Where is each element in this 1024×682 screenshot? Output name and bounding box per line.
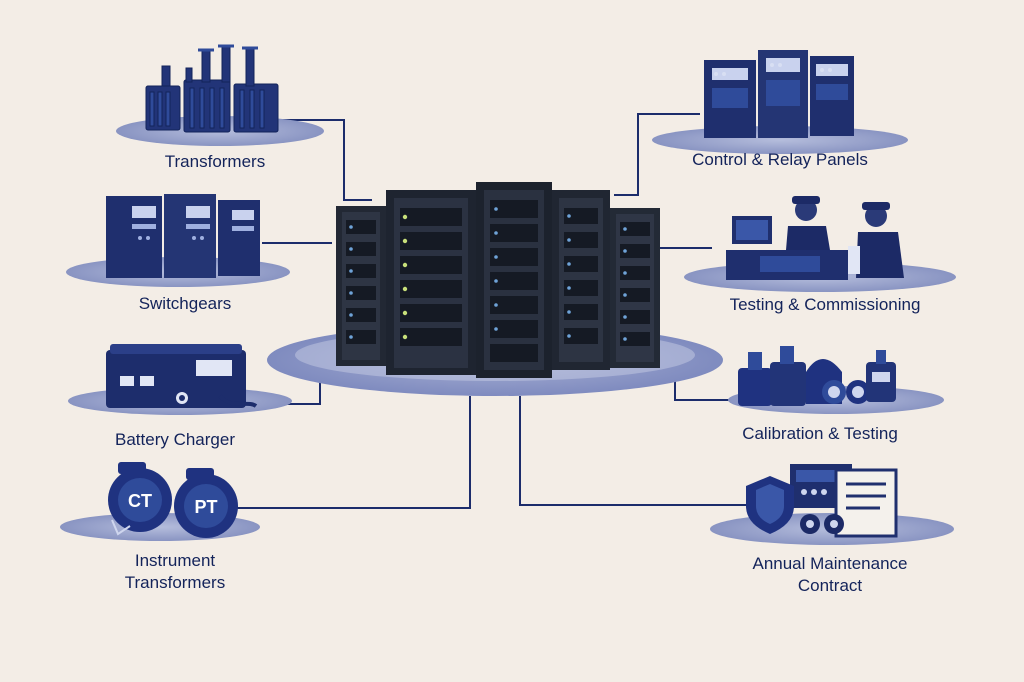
instrument-transformers-label-line1: Instrument — [134, 551, 216, 570]
connector-transformers — [282, 119, 372, 201]
switchgears-label: Switchgears — [138, 294, 232, 313]
transformers-node — [116, 44, 324, 146]
testing-commissioning-label: Testing & Commissioning — [729, 295, 921, 314]
switchgears-node — [66, 194, 290, 287]
connector-calibration — [674, 378, 738, 401]
instrument-transformers-label: Instrument Transformers — [70, 550, 280, 594]
connector-maintenance — [519, 396, 756, 506]
annual-maintenance-node — [710, 464, 954, 545]
control-relay-label: Control & Relay Panels — [692, 150, 868, 169]
calibration-testing-node — [728, 346, 944, 414]
maintenance-contract-icon — [746, 464, 898, 538]
battery-charger-label: Battery Charger — [115, 430, 235, 449]
instrument-transformers-label-line2: Transformers — [124, 573, 226, 592]
instrument-transformers-node — [60, 462, 260, 541]
transformer-icon — [145, 44, 279, 133]
ct-pt-icon — [108, 462, 238, 538]
control-relay-node — [652, 50, 908, 154]
transformers-label: Transformers — [164, 152, 266, 171]
technicians-icon — [726, 196, 904, 280]
control-panel-icon — [704, 50, 854, 138]
ct-text: CT — [128, 491, 152, 511]
calibration-testing-label: Calibration & Testing — [742, 424, 898, 443]
annual-maintenance-label-line2: Contract — [797, 576, 863, 595]
annual-maintenance-label: Annual Maintenance Contract — [700, 553, 960, 597]
calibration-equipment-icon — [738, 346, 896, 406]
annual-maintenance-label-line1: Annual Maintenance — [752, 554, 908, 573]
battery-charger-icon — [106, 344, 258, 408]
switchgear-icon — [106, 194, 260, 278]
connector-control-relay — [614, 113, 700, 196]
battery-charger-node — [68, 344, 292, 415]
testing-commissioning-node — [684, 196, 956, 292]
connector-instrument-transformers — [226, 396, 471, 509]
server-racks-icon — [336, 182, 660, 378]
pt-text: PT — [194, 497, 217, 517]
